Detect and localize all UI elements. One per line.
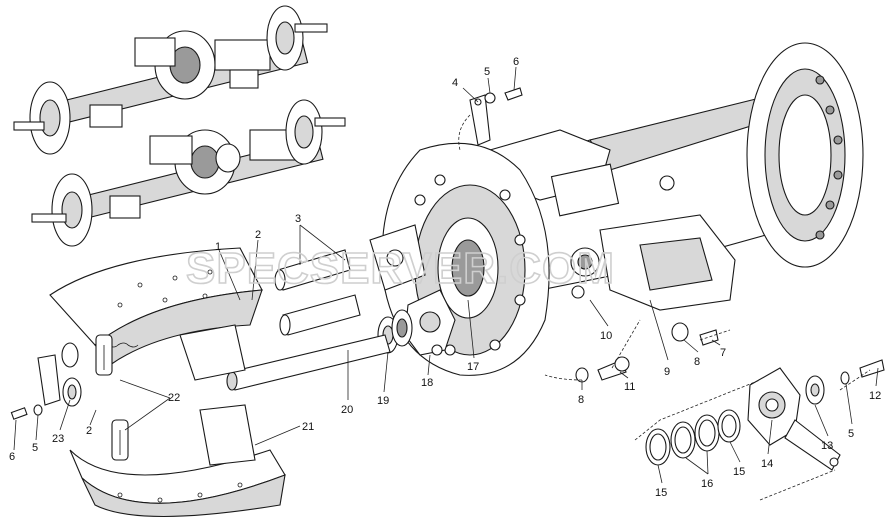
camshaft — [226, 334, 391, 391]
callout-6-left: 6 — [9, 451, 15, 463]
callout-8-left: 8 — [578, 394, 584, 406]
callout-23: 23 — [52, 433, 64, 445]
callout-5-left: 5 — [32, 442, 38, 454]
washer-8 — [575, 322, 689, 383]
callout-20: 20 — [341, 404, 353, 416]
callout-9: 9 — [664, 366, 670, 378]
callout-5-right: 5 — [848, 428, 854, 440]
camshaft-bracket — [404, 289, 456, 356]
callout-16: 16 — [701, 478, 713, 490]
callout-10: 10 — [600, 330, 612, 342]
axle-housing — [479, 42, 864, 311]
callout-5-top: 5 — [484, 66, 490, 78]
assembly-lines — [458, 114, 871, 501]
bolt-5-top — [484, 92, 496, 104]
callout-4: 4 — [452, 77, 458, 89]
bolt-11 — [597, 356, 630, 381]
callout-22: 22 — [168, 392, 180, 404]
nut-5-right — [840, 371, 850, 385]
watermark-text: SPECSERVER.COM — [186, 244, 615, 293]
washer-13 — [805, 375, 825, 405]
callout-15-lower: 15 — [655, 487, 667, 499]
brake-shoe-axles — [274, 249, 361, 336]
callout-12: 12 — [869, 390, 881, 402]
leader-lines — [13, 66, 879, 484]
callout-21: 21 — [302, 421, 314, 433]
axle-assembly-upper — [13, 5, 328, 155]
callout-11: 11 — [624, 381, 635, 393]
brake-shoe-lower — [69, 404, 286, 518]
bolt-12 — [859, 359, 885, 378]
callout-3: 3 — [295, 213, 301, 225]
callout-labels: 1 2 3 4 5 6 7 8 9 10 11 8 17 18 19 20 22… — [9, 56, 881, 499]
return-springs — [95, 334, 139, 461]
slack-adjuster — [747, 367, 841, 471]
callout-7: 7 — [720, 347, 726, 359]
callout-19: 19 — [377, 395, 389, 407]
callout-14: 14 — [761, 458, 773, 470]
bolt-7 — [699, 329, 719, 346]
callout-17: 17 — [467, 361, 479, 373]
callout-2-lower: 2 — [86, 425, 92, 437]
callout-1: 1 — [215, 241, 221, 253]
callout-13: 13 — [821, 440, 833, 452]
axle-assembly-lower — [31, 99, 346, 247]
callout-8-right: 8 — [694, 356, 700, 368]
washers-left — [10, 342, 82, 420]
callout-6-top: 6 — [513, 56, 519, 68]
callout-18: 18 — [421, 377, 433, 389]
callout-15-upper: 15 — [733, 466, 745, 478]
callout-2-upper: 2 — [255, 229, 261, 241]
bolt-6-top — [504, 87, 523, 101]
rings-15-16 — [645, 409, 741, 466]
